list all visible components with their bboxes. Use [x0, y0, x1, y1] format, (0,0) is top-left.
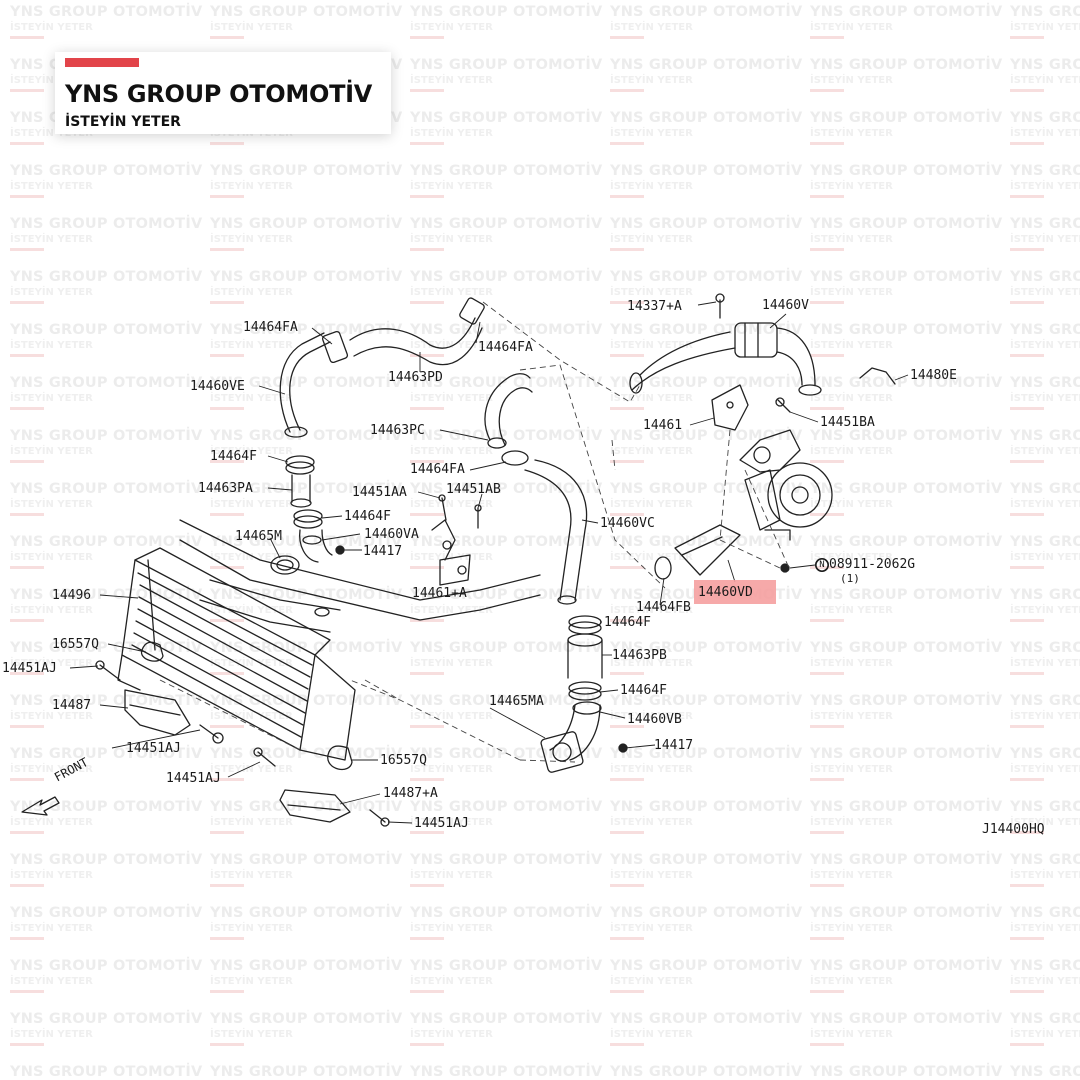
label-14465MA: 14465MA	[489, 694, 544, 709]
pipe-14460V	[631, 331, 736, 391]
logo-subtitle: İSTEYİN YETER	[65, 114, 181, 130]
label-14461A: 14461+A	[412, 586, 467, 601]
label-14451AJ: 14451AJ	[2, 661, 57, 676]
hose-14460VE	[289, 341, 331, 431]
label-16557Q: 16557Q	[380, 753, 427, 768]
label-14464FA: 14464FA	[410, 462, 465, 477]
brand-logo-card: YNS GROUP OTOMOTİV İSTEYİN YETER	[55, 52, 391, 134]
bolt-14451AJ-b	[199, 724, 219, 739]
front-arrow	[21, 796, 60, 816]
label-14451AJ: 14451AJ	[414, 816, 469, 831]
label-14463PC: 14463PC	[370, 423, 425, 438]
label-16557Q: 16557Q	[52, 637, 99, 652]
highlight-14460VD	[694, 580, 776, 604]
hose-14463PB	[567, 639, 603, 679]
label-14460VC: 14460VC	[600, 516, 655, 531]
label-quantity: (1)	[840, 572, 860, 585]
clip-14480E	[859, 367, 896, 385]
diagram-code: J14400HQ	[982, 822, 1045, 837]
label-14451BA: 14451BA	[820, 415, 875, 430]
label-14337A: 14337+A	[627, 299, 682, 314]
label-14464F: 14464F	[620, 683, 667, 698]
mount-16557Q-upper	[140, 641, 164, 662]
label-14460V: 14460V	[762, 298, 809, 313]
label-14465M: 14465M	[235, 529, 282, 544]
label-14417: 14417	[654, 738, 694, 753]
bolt-14451AJ-c	[257, 751, 276, 767]
label-14464F: 14464F	[604, 615, 651, 630]
label-14451AJ: 14451AJ	[166, 771, 221, 786]
label-14461: 14461	[643, 418, 683, 433]
label-14460VD: 14460VD	[698, 585, 753, 600]
label-14480E: 14480E	[910, 368, 957, 383]
label-14464F: 14464F	[344, 509, 391, 524]
bracket-14461	[711, 384, 749, 431]
label-14463PD: 14463PD	[388, 370, 443, 385]
bolt-14451AJ-d	[369, 809, 386, 823]
label-14464FB: 14464FB	[636, 600, 691, 615]
label-14464F: 14464F	[210, 449, 257, 464]
label-14451AB: 14451AB	[446, 482, 501, 497]
label-14417: 14417	[363, 544, 403, 559]
label-14460VE: 14460VE	[190, 379, 245, 394]
hose-14463PC	[484, 373, 531, 441]
hose-14463PA	[291, 474, 311, 503]
logo-title: YNS GROUP OTOMOTİV	[65, 80, 373, 108]
circle-n-icon: N	[815, 558, 829, 572]
label-14463PB: 14463PB	[612, 648, 667, 663]
label-14487: 14487	[52, 698, 92, 713]
mount-16557Q-lower	[327, 745, 353, 771]
label-14464FA: 14464FA	[478, 340, 533, 355]
pipe-14460VD	[674, 524, 741, 576]
resonator-14465M	[270, 555, 300, 575]
label-14451AA: 14451AA	[352, 485, 407, 500]
label-14451AJ: 14451AJ	[126, 741, 181, 756]
logo-accent-bar	[65, 58, 139, 67]
bracket-14487A	[279, 789, 351, 823]
label-14496: 14496	[52, 588, 92, 603]
label-14464FA: 14464FA	[243, 320, 298, 335]
hose-14460VC	[524, 469, 572, 601]
label-14463PA: 14463PA	[198, 481, 253, 496]
bracket-14487	[124, 689, 191, 736]
label-14460VB: 14460VB	[627, 712, 682, 727]
label-14487A: 14487+A	[383, 786, 438, 801]
label-14460VA: 14460VA	[364, 527, 419, 542]
hose-14463PD	[349, 317, 476, 349]
turbocharger	[739, 429, 833, 541]
